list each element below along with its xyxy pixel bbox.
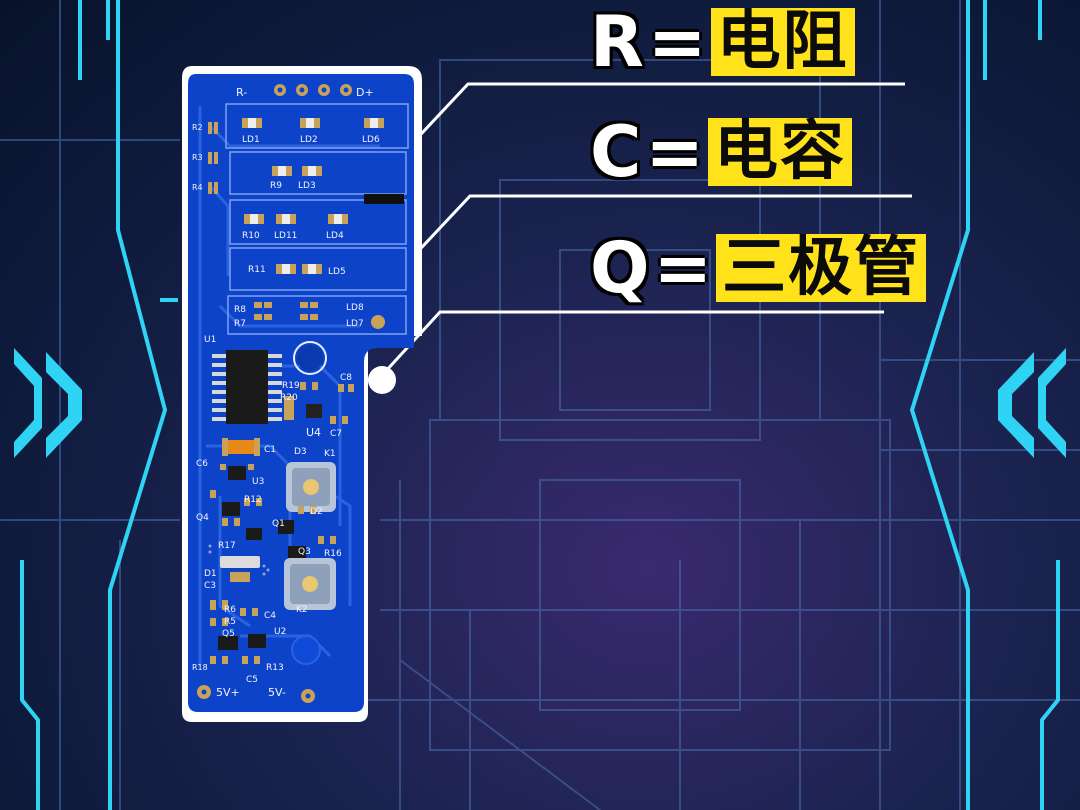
label-q4: Q4 (196, 513, 209, 523)
label-c7: C7 (330, 429, 342, 439)
label-k2: K2 (296, 605, 308, 615)
label-ld5: LD5 (328, 267, 346, 277)
label-r10: R10 (242, 231, 260, 241)
label-q5: Q5 (222, 629, 235, 639)
label-d2: D2 (310, 507, 323, 517)
label-d3: D3 (294, 447, 307, 457)
label-ld6: LD6 (362, 135, 380, 145)
label-ld2: LD2 (300, 135, 318, 145)
label-r4: R4 (192, 183, 203, 192)
legend-row-capacitor: C = 电容 (590, 111, 853, 193)
label-c5: C5 (246, 675, 258, 685)
label-r5: R5 (224, 617, 236, 627)
label-ld11: LD11 (274, 231, 297, 241)
label-k1: K1 (324, 449, 336, 459)
label-r6: R6 (224, 605, 236, 615)
legend-letter: Q (590, 227, 650, 309)
legend-equals: = (645, 111, 705, 193)
label-ld3: LD3 (298, 181, 316, 191)
pcb-board: R- D+ LD1 LD2 LD6 R2 R3 R4 R9 LD3 R10 LD… (180, 66, 430, 730)
legend-row-resistor: R = 电阻 (590, 2, 855, 82)
label-5v-minus: 5V- (268, 686, 286, 699)
legend-word: 三极管 (716, 234, 927, 302)
legend-letter: C (590, 111, 642, 193)
chevron-right-icon (46, 352, 82, 458)
label-c3: C3 (204, 581, 216, 591)
chevron-left-icon (998, 352, 1034, 458)
k1-switch (286, 462, 336, 512)
label-d-plus: D+ (356, 86, 374, 99)
label-r16: R16 (324, 549, 342, 559)
label-ld1: LD1 (242, 135, 260, 145)
pcb-svg: R- D+ LD1 LD2 LD6 R2 R3 R4 R9 LD3 R10 LD… (182, 66, 422, 722)
label-r2: R2 (192, 123, 203, 132)
label-r20: R20 (280, 393, 298, 403)
label-ld4: LD4 (326, 231, 344, 241)
label-c1: C1 (264, 445, 276, 455)
ic-chip (212, 350, 282, 424)
chevron-right-icon (14, 348, 42, 458)
label-q1: Q1 (272, 519, 285, 529)
legend-word: 电容 (708, 118, 853, 186)
legend-equals: = (653, 227, 713, 309)
legend-row-transistor: Q = 三极管 (590, 227, 927, 309)
label-u3: U3 (252, 477, 264, 487)
label-r13: R13 (266, 663, 284, 673)
label-ld8: LD8 (346, 303, 364, 313)
label-u2: U2 (274, 627, 286, 637)
label-u1: U1 (204, 335, 216, 345)
label-r12: R12 (244, 495, 262, 505)
label-r3: R3 (192, 153, 203, 162)
label-r18: R18 (192, 663, 208, 672)
label-d1: D1 (204, 569, 217, 579)
legend-letter: R (590, 1, 644, 83)
label-r9: R9 (270, 181, 282, 191)
label-u4: U4 (306, 426, 321, 439)
k2-switch (284, 558, 336, 610)
label-r19: R19 (282, 381, 300, 391)
label-c6: C6 (196, 459, 208, 469)
label-r11: R11 (248, 265, 266, 275)
label-c8: C8 (340, 373, 352, 383)
label-r8: R8 (234, 305, 246, 315)
legend-equals: = (647, 1, 707, 83)
chevron-left-icon (1038, 348, 1066, 458)
label-r7: R7 (234, 319, 246, 329)
label-r-minus: R- (236, 86, 247, 99)
label-r17: R17 (218, 541, 236, 551)
label-c4: C4 (264, 611, 276, 621)
label-q3: Q3 (298, 547, 311, 557)
label-5v-plus: 5V+ (216, 686, 240, 699)
label-ld7: LD7 (346, 319, 364, 329)
legend-word: 电阻 (710, 8, 855, 76)
